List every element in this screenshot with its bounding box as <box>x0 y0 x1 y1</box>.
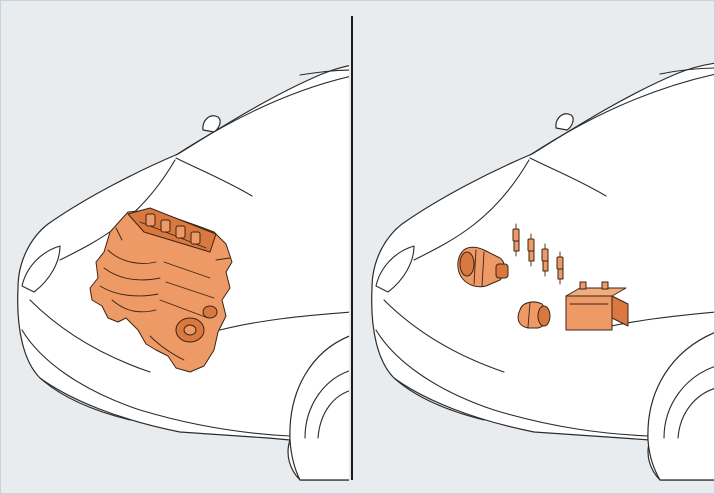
ignition-coil-icon <box>518 302 550 328</box>
